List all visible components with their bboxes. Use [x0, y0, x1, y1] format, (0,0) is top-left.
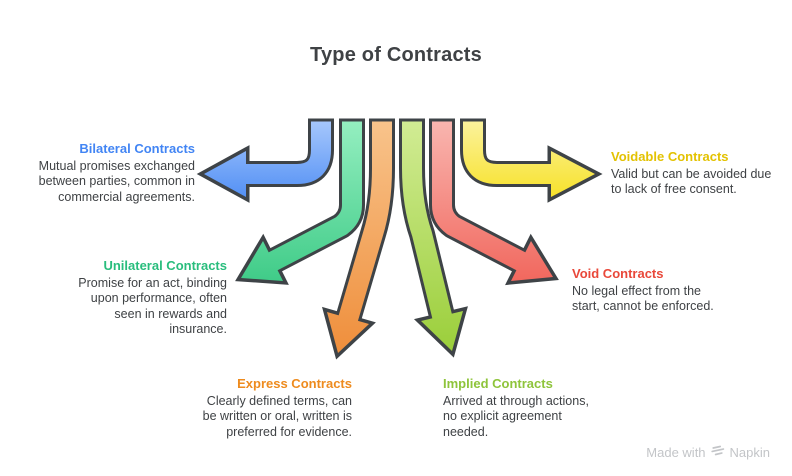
implied-arrow	[399, 118, 468, 358]
void-contracts-description: No legal effect from the start, cannot b…	[572, 283, 714, 314]
unilateral-contracts-label: Unilateral Contracts	[103, 258, 227, 273]
unilateral-contracts-description: Promise for an act, binding upon perform…	[78, 275, 227, 337]
voidable-contracts-label: Voidable Contracts	[611, 149, 729, 164]
void-arrow	[429, 118, 559, 286]
page-title: Type of Contracts	[310, 44, 482, 66]
implied-contracts-label: Implied Contracts	[443, 376, 553, 391]
void-contracts-label: Void Contracts	[572, 266, 664, 281]
made-with-napkin-watermark[interactable]: Made with Napkin	[646, 445, 770, 460]
watermark-brand-text: Napkin	[729, 445, 770, 460]
express-contracts-block: Express Contracts Clearly defined terms,…	[172, 376, 352, 440]
express-contracts-description: Clearly defined terms, can be written or…	[202, 393, 352, 439]
bilateral-contracts-block: Bilateral Contracts Mutual promises exch…	[15, 141, 195, 205]
voidable-contracts-block: Voidable Contracts Valid but can be avoi…	[611, 149, 786, 198]
voidable-contracts-description: Valid but can be avoided due to lack of …	[611, 166, 772, 197]
unilateral-arrow	[235, 118, 365, 285]
implied-contracts-block: Implied Contracts Arrived at through act…	[443, 376, 628, 440]
watermark-prefix-text: Made with	[646, 445, 706, 460]
unilateral-contracts-block: Unilateral Contracts Promise for an act,…	[47, 258, 227, 338]
voidable-arrow	[460, 118, 603, 203]
express-arrow	[322, 118, 395, 360]
napkin-logo-icon	[710, 445, 725, 460]
bilateral-arrow	[196, 118, 334, 203]
express-contracts-label: Express Contracts	[237, 376, 352, 391]
void-contracts-block: Void Contracts No legal effect from the …	[572, 266, 767, 315]
bilateral-contracts-label: Bilateral Contracts	[79, 141, 195, 156]
bilateral-contracts-description: Mutual promises exchanged between partie…	[38, 158, 195, 204]
implied-contracts-description: Arrived at through actions, no explicit …	[443, 393, 589, 439]
